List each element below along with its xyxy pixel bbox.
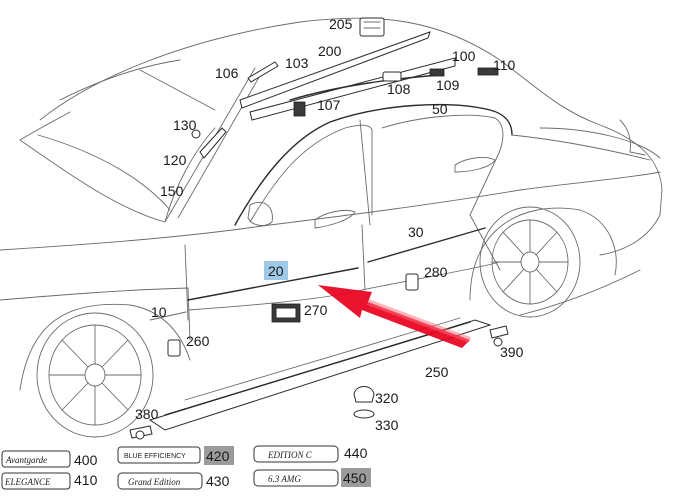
callout-280: 280: [424, 264, 448, 280]
callout-260: 260: [186, 333, 210, 349]
callout-150: 150: [160, 183, 184, 199]
badge-edition-c-box: [253, 445, 339, 463]
callout-250: 250: [425, 364, 449, 380]
badge-avantgarde-box: [1, 450, 71, 468]
callout-420-highlight: [204, 446, 234, 465]
roof-trim-strips: [164, 31, 456, 223]
callout-380: 380: [135, 406, 159, 422]
callout-390: 390: [500, 344, 524, 360]
callout-270: 270: [304, 302, 328, 318]
callout-440: 440: [344, 445, 368, 461]
callout-330: 330: [375, 417, 399, 433]
door-mouldings: [149, 227, 486, 321]
rear-wheel: [469, 206, 617, 318]
badge-blue-efficiency-box: [117, 446, 201, 464]
red-pointer-arrow: [318, 285, 472, 348]
front-wheel: [19, 303, 191, 438]
callout-200: 200: [318, 43, 342, 59]
callout-labels: 205 200 100 110 106 103 108 109 107 50 1…: [135, 16, 524, 433]
callout-120: 120: [163, 152, 187, 168]
callout-430: 430: [206, 473, 230, 489]
badge-amg-box: [253, 469, 339, 487]
small-parts: [129, 17, 509, 440]
badge-grand-edition-text: Grand Edition: [128, 477, 181, 487]
callout-420: 420: [206, 448, 230, 464]
callout-205: 205: [329, 16, 353, 32]
callout-20: 20: [268, 263, 284, 279]
callout-400: 400: [74, 452, 98, 468]
callout-20-highlight: [264, 261, 288, 280]
callout-103: 103: [285, 55, 309, 71]
car-body-outline: [0, 17, 663, 341]
badge-legend: Avantgarde 400 ELEGANCE 410 BLUE EFFICIE…: [1, 445, 371, 490]
side-sill-strip: [148, 317, 492, 431]
callout-100: 100: [452, 48, 476, 64]
callout-110: 110: [493, 57, 516, 73]
badge-elegance-text: ELEGANCE: [4, 477, 51, 487]
badge-blue-efficiency-text: BLUE EFFICIENCY: [124, 453, 186, 460]
callout-320: 320: [375, 390, 399, 406]
badge-edition-c-text: EDITION C: [267, 450, 313, 460]
badge-grand-edition-box: [117, 472, 203, 490]
callout-108: 108: [387, 81, 411, 97]
callout-450: 450: [343, 470, 367, 486]
badge-amg-text: 6.3 AMG: [268, 474, 301, 484]
badge-elegance-box: [1, 472, 71, 490]
callout-450-highlight: [341, 468, 371, 487]
callout-107: 107: [317, 97, 341, 113]
callout-50: 50: [432, 101, 448, 117]
callout-130: 130: [173, 117, 197, 133]
callout-410: 410: [74, 472, 98, 488]
callout-30: 30: [408, 224, 424, 240]
badge-avantgarde-text: Avantgarde: [5, 455, 47, 465]
callout-109: 109: [436, 77, 460, 93]
callout-10: 10: [151, 304, 167, 320]
callout-106: 106: [215, 65, 239, 81]
